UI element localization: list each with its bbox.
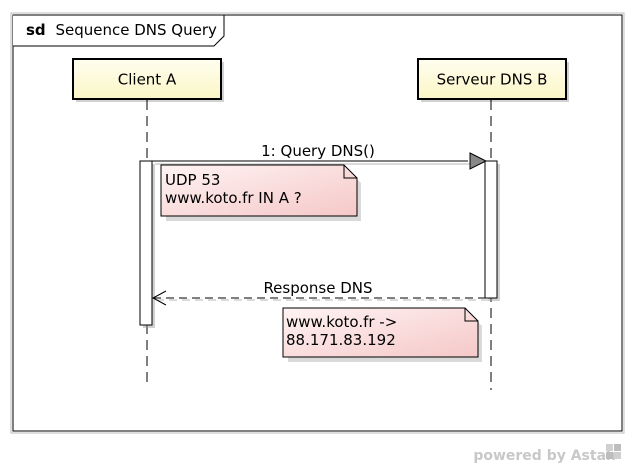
message-query-dns: 1: Query DNS() <box>152 142 488 170</box>
activation-bar-client-a <box>139 160 153 326</box>
activation-bar-serveur-dns-b <box>484 160 498 299</box>
astah-logo-icon <box>606 444 621 459</box>
note-folded-corner <box>343 165 357 179</box>
frame-tab: sd Sequence DNS Query <box>13 14 225 47</box>
message-label-response-dns: Response DNS <box>263 279 372 297</box>
reply-arrowhead <box>151 290 167 306</box>
note-line: www.koto.fr IN A ? <box>165 189 302 207</box>
note-line: UDP 53 <box>165 171 220 189</box>
synchronous-arrowhead <box>469 152 488 170</box>
frame-name: Sequence DNS Query <box>55 21 217 39</box>
lifeline-label-client-a: Client A <box>118 71 177 89</box>
note-line: 88.171.83.192 <box>286 331 396 349</box>
lifeline-client-a: Client A <box>72 58 224 386</box>
message-response-dns: Response DNS <box>151 279 488 306</box>
lifeline-label-serveur-dns-b: Serveur DNS B <box>437 71 548 89</box>
astah-watermark: powered by Astah <box>473 448 616 464</box>
outer-frame <box>12 14 623 432</box>
note-folded-corner <box>464 308 478 322</box>
message-label-query-dns: 1: Query DNS() <box>261 142 375 160</box>
frame-keyword: sd <box>26 21 46 39</box>
lifeline-serveur-dns-b: Serveur DNS B <box>417 58 569 390</box>
frame-title: sd Sequence DNS Query <box>26 21 217 39</box>
note-dns-answer: www.koto.fr -> 88.171.83.192 <box>282 307 482 362</box>
note-udp-query: UDP 53 www.koto.fr IN A ? <box>160 164 361 221</box>
note-line: www.koto.fr -> <box>286 313 397 331</box>
outer-frame-shadow <box>10 12 625 434</box>
